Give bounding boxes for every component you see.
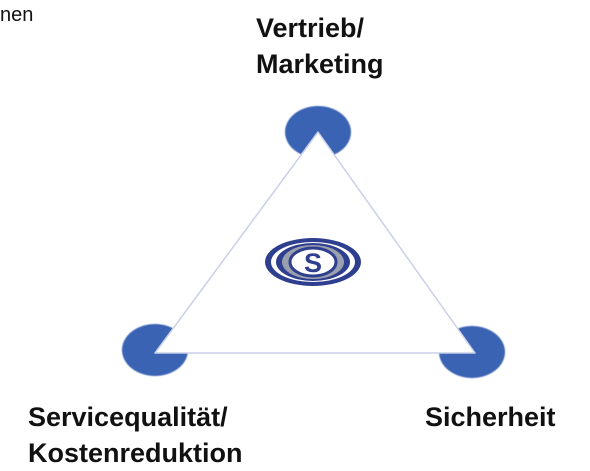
label-bottom-left-line2: Kostenreduktion [28,438,243,468]
label-bottom-left-line1: Servicequalität/ [28,402,228,432]
logo-inner-disc [288,246,338,278]
label-sicherheit: Sicherheit [425,399,556,435]
label-bottom-right-line1: Sicherheit [425,402,556,432]
label-top-line2: Marketing [256,49,384,79]
label-vertrieb-marketing: Vertrieb/ Marketing [256,10,384,82]
corner-text-fragment: nen [0,4,34,26]
label-servicequalitaet-kostenreduktion: Servicequalität/ Kostenreduktion [28,399,243,471]
logo-letter: S [304,248,322,278]
label-top-line1: Vertrieb/ [256,13,365,43]
center-logo: S [265,238,361,286]
